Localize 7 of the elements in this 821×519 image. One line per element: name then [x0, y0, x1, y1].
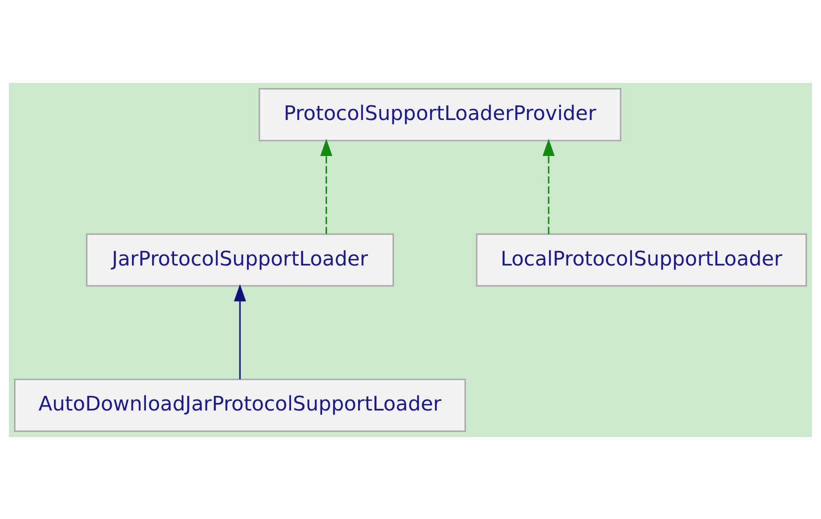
arrow [234, 284, 246, 379]
node-box: LocalProtocolSupportLoader [476, 232, 807, 286]
node-box: AutoDownloadJarProtocolSupportLoader [14, 378, 466, 432]
arrow [320, 138, 332, 234]
node-box: JarProtocolSupportLoader [86, 232, 394, 286]
arrow [542, 138, 555, 234]
node-box: ProtocolSupportLoaderProvider [258, 88, 622, 141]
